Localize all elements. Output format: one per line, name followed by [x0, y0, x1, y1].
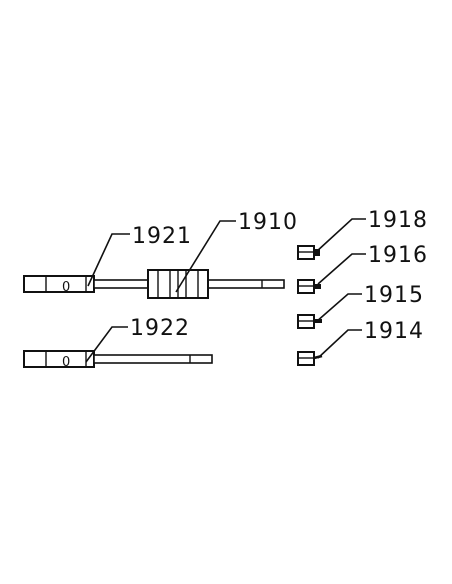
- adapter-1916: [297, 279, 321, 294]
- upper-tool-assembly: 0: [23, 269, 285, 299]
- handle-1921-mark: 0: [62, 280, 71, 295]
- leader-lines: [85, 218, 366, 363]
- leader-1921: [87, 233, 130, 287]
- adapter-1915: [297, 314, 322, 329]
- callout-1910: 1910: [238, 210, 298, 235]
- handle-1922-mark: 0: [62, 355, 71, 370]
- callout-1915: 1915: [364, 283, 424, 308]
- lower-tool-assembly: 0: [23, 350, 213, 370]
- leader-1914: [317, 329, 362, 359]
- callout-1916: 1916: [368, 243, 428, 268]
- leader-1922: [85, 326, 128, 363]
- leader-1916: [317, 253, 366, 285]
- adapter-1918: [297, 245, 320, 260]
- handle-1921: [23, 275, 95, 293]
- callout-1918: 1918: [368, 208, 428, 233]
- adapter-1914: [297, 351, 323, 366]
- callout-1921: 1921: [132, 224, 192, 249]
- callout-1914: 1914: [364, 319, 424, 344]
- leader-1910: [175, 220, 236, 293]
- leader-1915: [315, 293, 362, 323]
- callout-1922: 1922: [130, 316, 190, 341]
- handle-1922: [23, 350, 95, 368]
- leader-1918: [315, 218, 366, 253]
- shaft-lower: [93, 354, 213, 364]
